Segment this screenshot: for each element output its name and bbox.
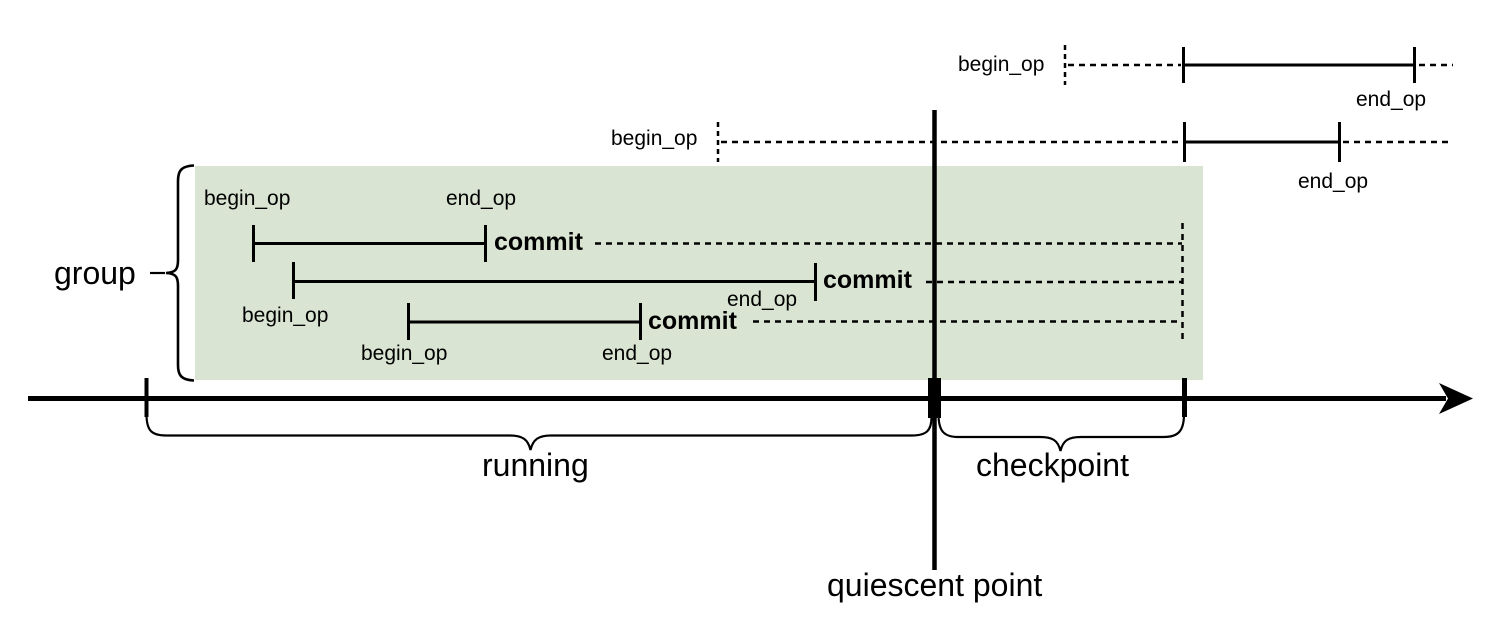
checkpoint-label: checkpoint bbox=[976, 447, 1129, 483]
op-g3-begin-label: begin_op bbox=[361, 342, 448, 365]
group-region-box bbox=[195, 166, 1203, 380]
op-g1-end-label: end_op bbox=[446, 187, 517, 210]
checkpoint-brace bbox=[937, 413, 1186, 452]
op-g2-end-label: end_op bbox=[727, 288, 798, 311]
op-top1-begin-label: begin_op bbox=[958, 53, 1045, 76]
op-g3-commit-label: commit bbox=[648, 307, 737, 335]
op-g2-commit-label: commit bbox=[823, 266, 912, 294]
op-g3-end-label: end_op bbox=[602, 342, 673, 365]
op-g1-commit-label: commit bbox=[494, 228, 583, 256]
op-g2-begin-label: begin_op bbox=[242, 304, 329, 327]
running-brace bbox=[145, 413, 933, 451]
timeline-arrowhead-icon bbox=[1439, 383, 1473, 414]
group-brace bbox=[165, 164, 195, 382]
op-top1-end-label: end_op bbox=[1356, 88, 1427, 111]
op-g1-begin-label: begin_op bbox=[204, 187, 291, 210]
quiescent-point-label: quiescent point bbox=[827, 567, 1043, 603]
group-label: group bbox=[54, 255, 136, 291]
op-top2-begin-label: begin_op bbox=[611, 127, 698, 150]
running-label: running bbox=[482, 447, 589, 483]
op-top2-end-label: end_op bbox=[1298, 170, 1369, 193]
